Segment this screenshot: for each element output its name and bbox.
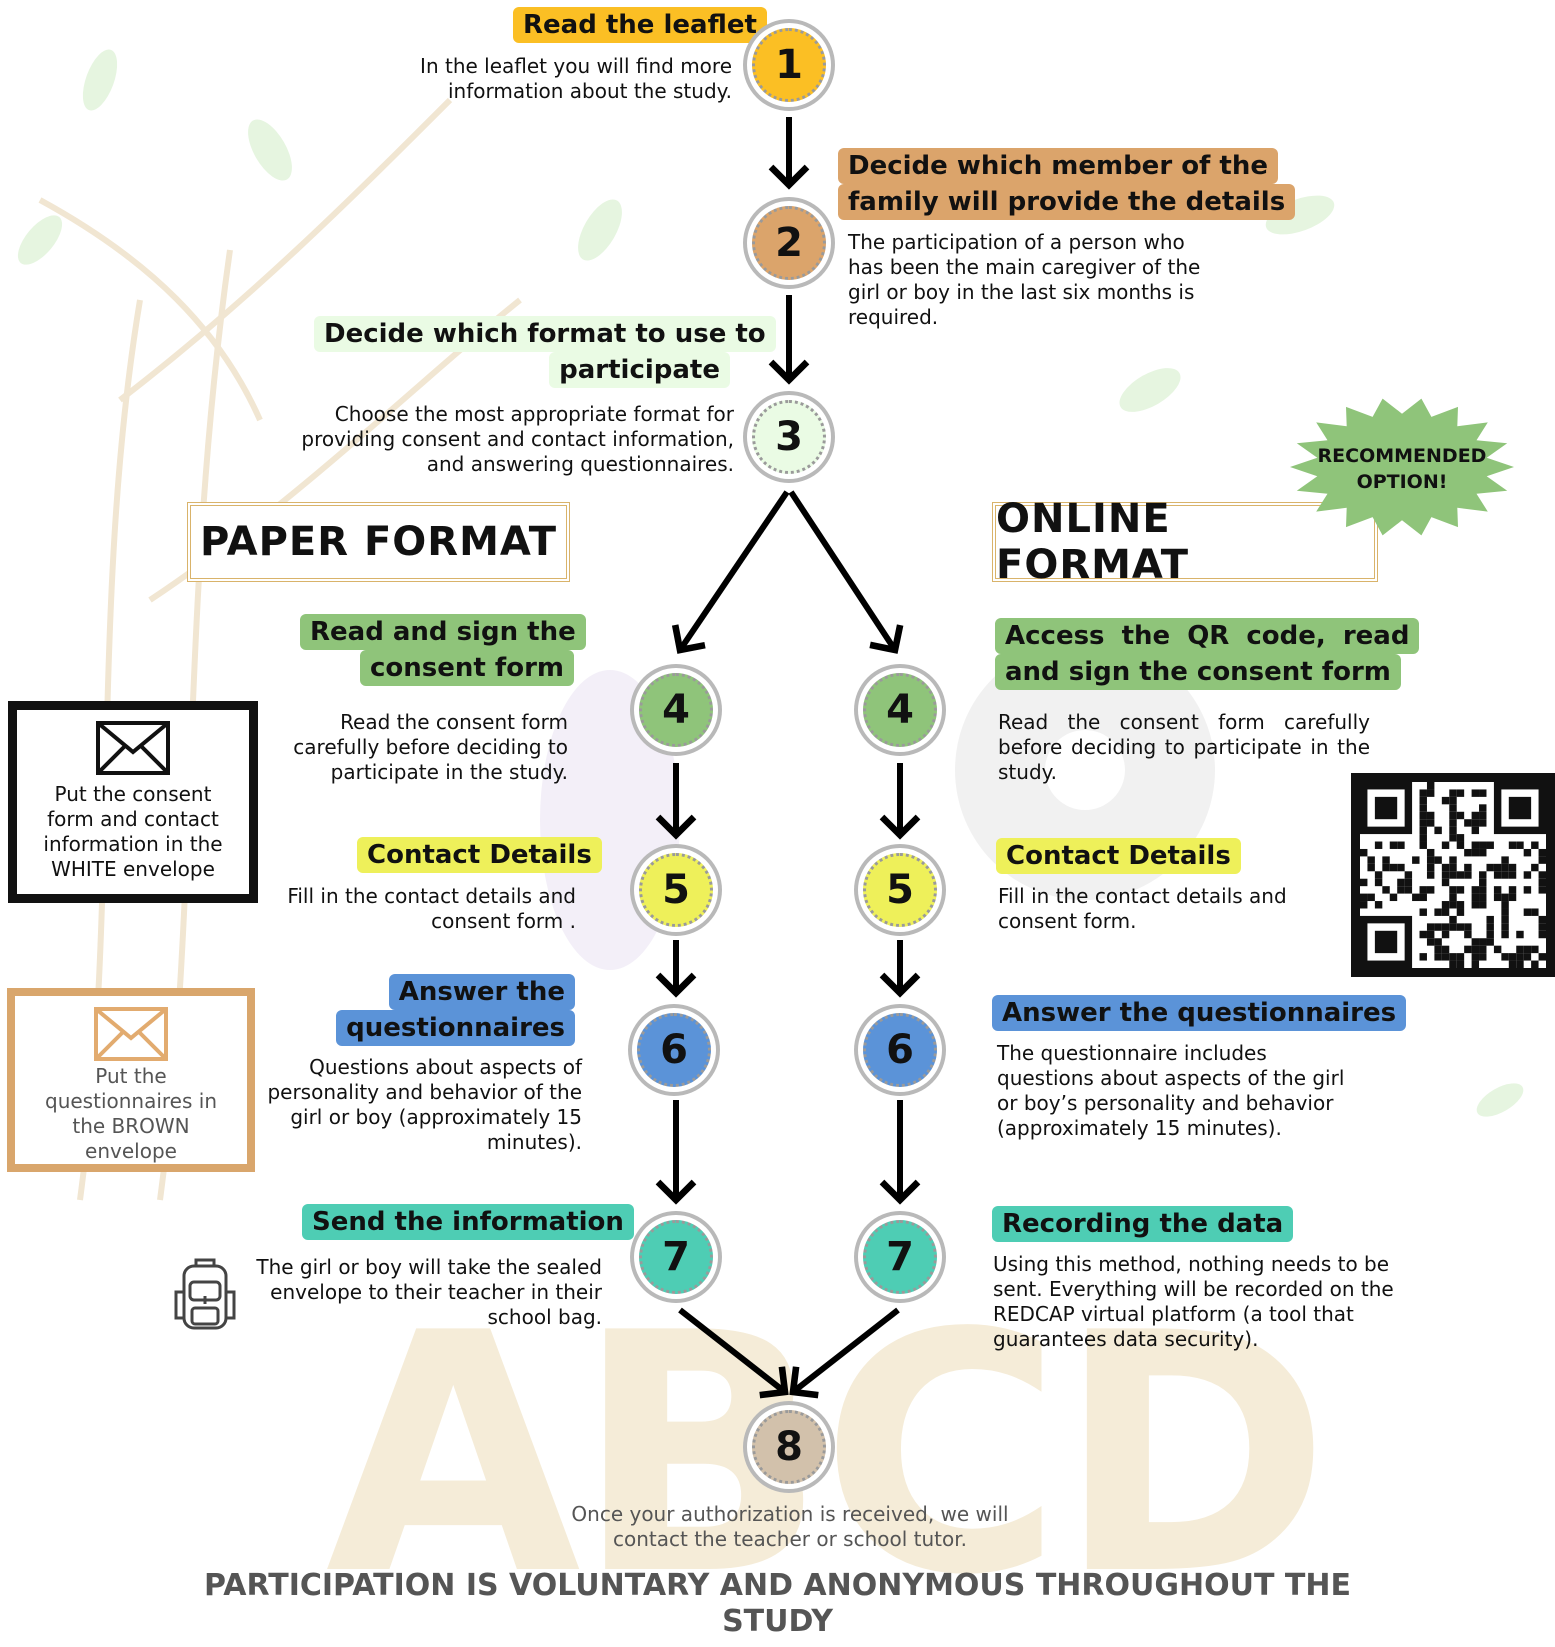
step2-title: Decide which member of the family will p… bbox=[838, 148, 1296, 220]
step2-title-line2: family will provide the details bbox=[838, 184, 1296, 220]
paper-step7-title: Send the information bbox=[302, 1204, 634, 1240]
paper-step4-line1: Read and sign the bbox=[300, 614, 586, 650]
paper-format-heading: PAPER FORMAT bbox=[187, 502, 570, 582]
online-step7-circle: 7 bbox=[863, 1220, 937, 1294]
step3-title: Decide which format to use to participat… bbox=[314, 316, 776, 388]
white-envelope-box: Put the consent form and contact informa… bbox=[8, 701, 258, 903]
online-step6-circle: 6 bbox=[863, 1013, 937, 1087]
step2-circle: 2 bbox=[752, 206, 826, 280]
footer-statement: PARTICIPATION IS VOLUNTARY AND ANONYMOUS… bbox=[204, 1568, 1351, 1639]
online-step5-circle: 5 bbox=[863, 853, 937, 927]
paper-step7-desc: The girl or boy will take the sealed env… bbox=[256, 1255, 602, 1329]
online-step4-title: Access the QR code, read and sign the co… bbox=[995, 618, 1420, 690]
paper-step4-line2: consent form bbox=[360, 650, 574, 686]
paper-step4-desc: Read the consent form carefully before d… bbox=[293, 710, 568, 784]
recommended-badge-text: RECOMMENDED OPTION! bbox=[1317, 445, 1487, 493]
envelope-icon bbox=[96, 721, 170, 775]
step1-circle: 1 bbox=[752, 28, 826, 102]
paper-step5-desc: Fill in the contact details and consent … bbox=[287, 884, 576, 933]
paper-step6-circle: 6 bbox=[637, 1013, 711, 1087]
online-step4-desc: Read the consent form carefully before d… bbox=[998, 710, 1370, 784]
paper-step7-circle: 7 bbox=[639, 1220, 713, 1294]
online-step4-circle: 4 bbox=[863, 673, 937, 747]
paper-step4-circle: 4 bbox=[639, 673, 713, 747]
envelope-brown-icon bbox=[94, 1007, 168, 1061]
paper-step5-circle: 5 bbox=[639, 853, 713, 927]
arrow-3-online bbox=[788, 490, 904, 654]
paper-step6-line2: questionnaires bbox=[336, 1010, 575, 1046]
paper-step6-title: Answer the questionnaires bbox=[330, 974, 575, 1046]
step1-title: Read the leaflet bbox=[513, 7, 767, 43]
brown-envelope-text: Put the questionnaires in the BROWN enve… bbox=[45, 1064, 217, 1163]
online-step4-line2: and sign the consent form bbox=[995, 654, 1401, 690]
step2-desc: The participation of a person who has be… bbox=[848, 230, 1201, 329]
step2-title-line1: Decide which member of the bbox=[838, 148, 1278, 184]
online-step5-title: Contact Details bbox=[996, 838, 1241, 874]
step1-desc: In the leaflet you will find more inform… bbox=[420, 54, 732, 103]
qr-code-pattern bbox=[1360, 782, 1546, 968]
abcd-watermark: ABCD bbox=[325, 1263, 1330, 1647]
step3-title-line2: participate bbox=[549, 352, 730, 388]
paper-step6-line1: Answer the bbox=[388, 974, 575, 1010]
paper-step6-desc: Questions about aspects of personality a… bbox=[267, 1055, 582, 1154]
paper-step5-title: Contact Details bbox=[357, 837, 602, 873]
white-envelope-text: Put the consent form and contact informa… bbox=[43, 782, 223, 881]
qr-code[interactable] bbox=[1351, 773, 1555, 977]
online-step7-title: Recording the data bbox=[992, 1206, 1294, 1242]
online-format-heading: ONLINE FORMAT bbox=[992, 496, 1378, 588]
step3-desc: Choose the most appropriate format for p… bbox=[301, 402, 734, 476]
step3-circle: 3 bbox=[752, 400, 826, 474]
step8-desc: Once your authorization is received, we … bbox=[571, 1502, 1009, 1551]
arrow-o7-8 bbox=[789, 1307, 900, 1399]
recommended-badge bbox=[1290, 398, 1514, 536]
online-step6-title: Answer the questionnaires bbox=[992, 995, 1407, 1031]
arrow-3-paper bbox=[671, 490, 790, 654]
online-step7-desc: Using this method, nothing needs to be s… bbox=[993, 1252, 1394, 1351]
online-step4-line1: Access the QR code, read bbox=[995, 618, 1420, 654]
arrow-p7-8 bbox=[678, 1307, 789, 1399]
backpack-icon bbox=[174, 1258, 236, 1330]
online-step5-desc: Fill in the contact details and consent … bbox=[998, 884, 1287, 933]
step8-circle: 8 bbox=[752, 1410, 826, 1484]
step3-title-line1: Decide which format to use to bbox=[314, 316, 776, 352]
brown-envelope-box: Put the questionnaires in the BROWN enve… bbox=[7, 988, 255, 1172]
online-step6-desc: The questionnaire includes questions abo… bbox=[997, 1041, 1345, 1140]
paper-step4-title: Read and sign the consent form bbox=[300, 614, 586, 686]
